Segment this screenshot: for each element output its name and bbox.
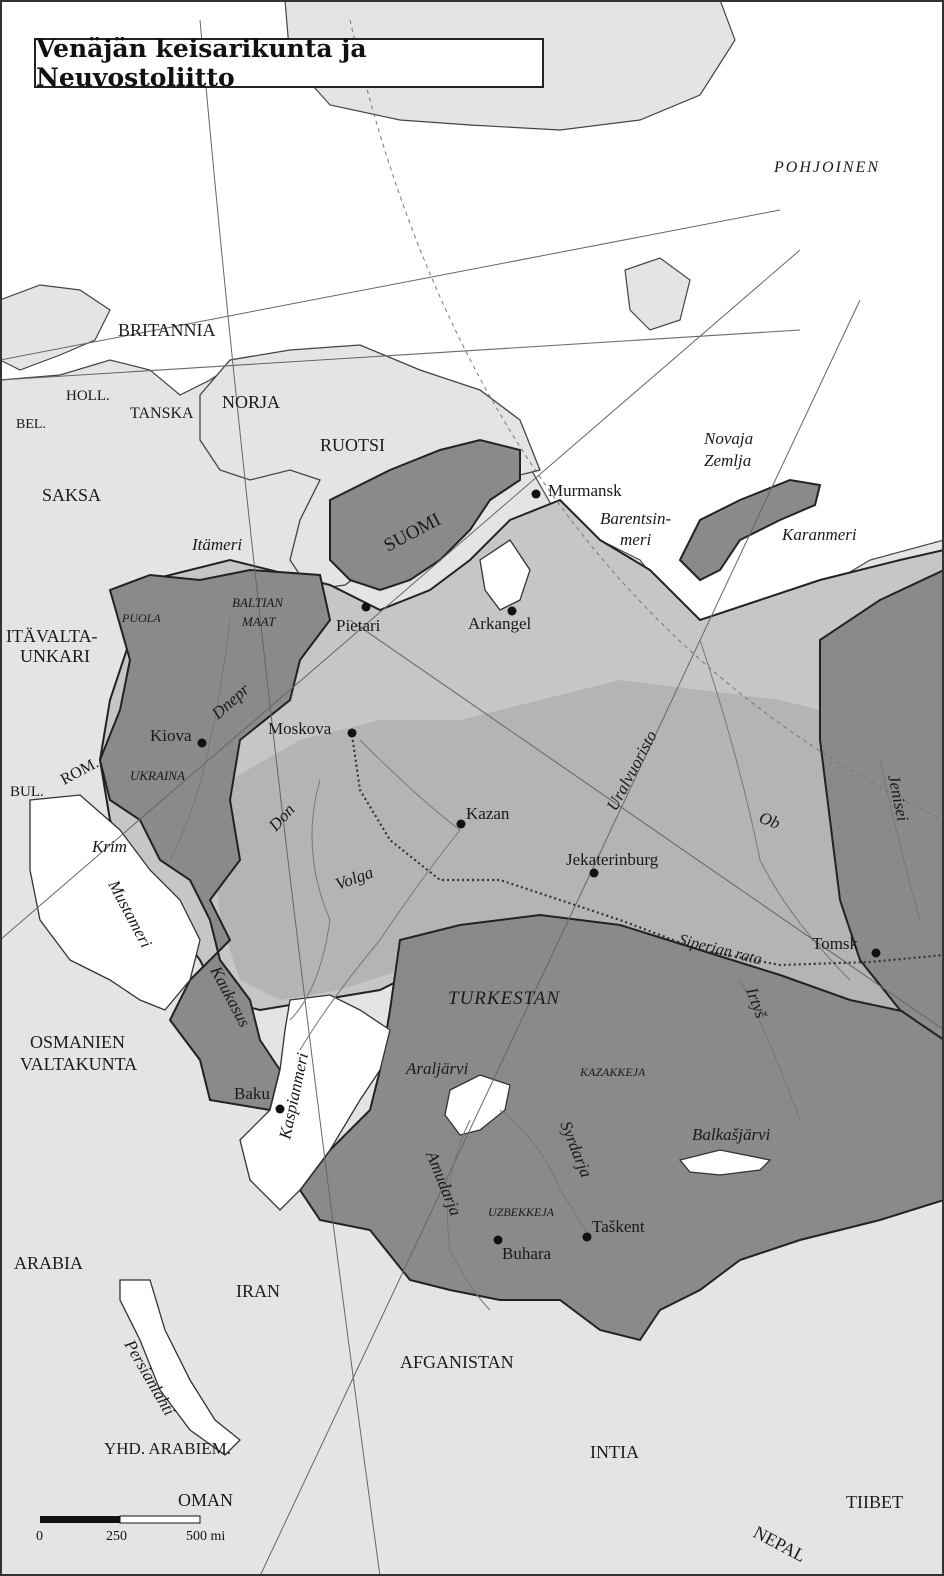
label-buhara: Buhara	[502, 1244, 552, 1263]
label-balkasjarvi: Balkašjärvi	[692, 1125, 771, 1144]
label-iran: IRAN	[236, 1281, 280, 1301]
label-oman: OMAN	[178, 1490, 233, 1510]
dot-taskent	[582, 1232, 592, 1242]
label-kazakkeja: KAZAKKEJA	[579, 1065, 646, 1079]
label-pohjoinen: POHJOINEN	[773, 159, 880, 176]
scale-label-250: 250	[106, 1529, 127, 1544]
arctic-circle	[349, 19, 944, 821]
label-osmanien-2: VALTAKUNTA	[20, 1054, 137, 1074]
label-afganistan: AFGANISTAN	[400, 1352, 514, 1372]
rivers	[169, 619, 921, 1311]
label-arabia: ARABIA	[14, 1253, 83, 1273]
dot-murmansk	[531, 489, 541, 499]
label-jekaterinburg: Jekaterinburg	[566, 850, 659, 869]
dot-kazan	[456, 819, 466, 829]
dot-jekaterinburg	[589, 868, 599, 878]
label-moskova: Moskova	[268, 719, 332, 738]
dot-pietari	[361, 602, 371, 612]
label-barents-1: Barentsin-	[600, 509, 671, 528]
label-kiova: Kiova	[150, 726, 192, 745]
label-murmansk: Murmansk	[548, 481, 622, 500]
label-taskent: Taškent	[592, 1217, 645, 1236]
scale-label-500: 500 mi	[186, 1529, 225, 1544]
city-labels: Murmansk Pietari Arkangel Moskova Kiova …	[150, 481, 859, 1263]
label-turkestan: TURKESTAN	[448, 988, 560, 1009]
label-tomsk: Tomsk	[812, 934, 859, 953]
label-karanmeri: Karanmeri	[781, 525, 857, 544]
label-norja: NORJA	[222, 392, 280, 412]
scale-segment-light	[119, 1515, 201, 1524]
soviet-expansion	[215, 680, 944, 1010]
label-intia: INTIA	[590, 1442, 639, 1462]
dot-buhara	[493, 1235, 503, 1245]
dot-baku	[275, 1104, 285, 1114]
dot-tomsk	[871, 948, 881, 958]
label-baku: Baku	[234, 1084, 270, 1103]
scale-label-0: 0	[36, 1529, 43, 1544]
graticule	[0, 19, 944, 1576]
label-yhd-arabiem: YHD. ARABIEM.	[104, 1439, 231, 1458]
label-osmanien-1: OSMANIEN	[30, 1032, 125, 1052]
scale-segment-dark	[40, 1516, 120, 1523]
label-krim: Krim	[91, 837, 127, 856]
label-itavalta-1: ITÄVALTA-	[6, 626, 98, 646]
scale-bar: 0 250 500 mi	[36, 1515, 225, 1544]
label-novaja-1: Novaja	[703, 429, 753, 448]
label-araljarvi: Araljärvi	[405, 1059, 469, 1078]
label-itavalta-2: UNKARI	[20, 646, 90, 666]
label-uzbekkeja: UZBEKKEJA	[488, 1205, 555, 1219]
label-saksa: SAKSA	[42, 485, 101, 505]
label-holl: HOLL.	[66, 388, 110, 404]
label-novaja-2: Zemlja	[704, 451, 751, 470]
inland-seas	[29, 539, 772, 1456]
label-itameri: Itämeri	[191, 535, 242, 554]
label-barents-2: meri	[620, 530, 651, 549]
label-ruotsi: RUOTSI	[320, 435, 385, 455]
dot-moskova	[347, 728, 357, 738]
label-puola: PUOLA	[121, 611, 161, 625]
label-tanska: TANSKA	[130, 405, 194, 422]
label-baltian-2: MAAT	[241, 614, 276, 629]
label-ukraina: UKRAINA	[130, 768, 185, 783]
label-baltian-1: BALTIAN	[232, 595, 284, 610]
map-title: Venäjän keisarikunta ja Neuvostoliitto	[34, 34, 544, 92]
label-arkangel: Arkangel	[468, 614, 532, 633]
label-bel: BEL.	[16, 417, 46, 432]
label-britannia: BRITANNIA	[118, 320, 216, 340]
dot-arkangel	[507, 606, 517, 616]
label-pietari: Pietari	[336, 616, 381, 635]
railway-line	[350, 734, 944, 967]
label-tiibet: TIIBET	[846, 1492, 903, 1512]
dot-kiova	[197, 738, 207, 748]
label-bul: BUL.	[10, 784, 44, 800]
label-kazan: Kazan	[466, 804, 510, 823]
city-dots	[197, 489, 881, 1245]
